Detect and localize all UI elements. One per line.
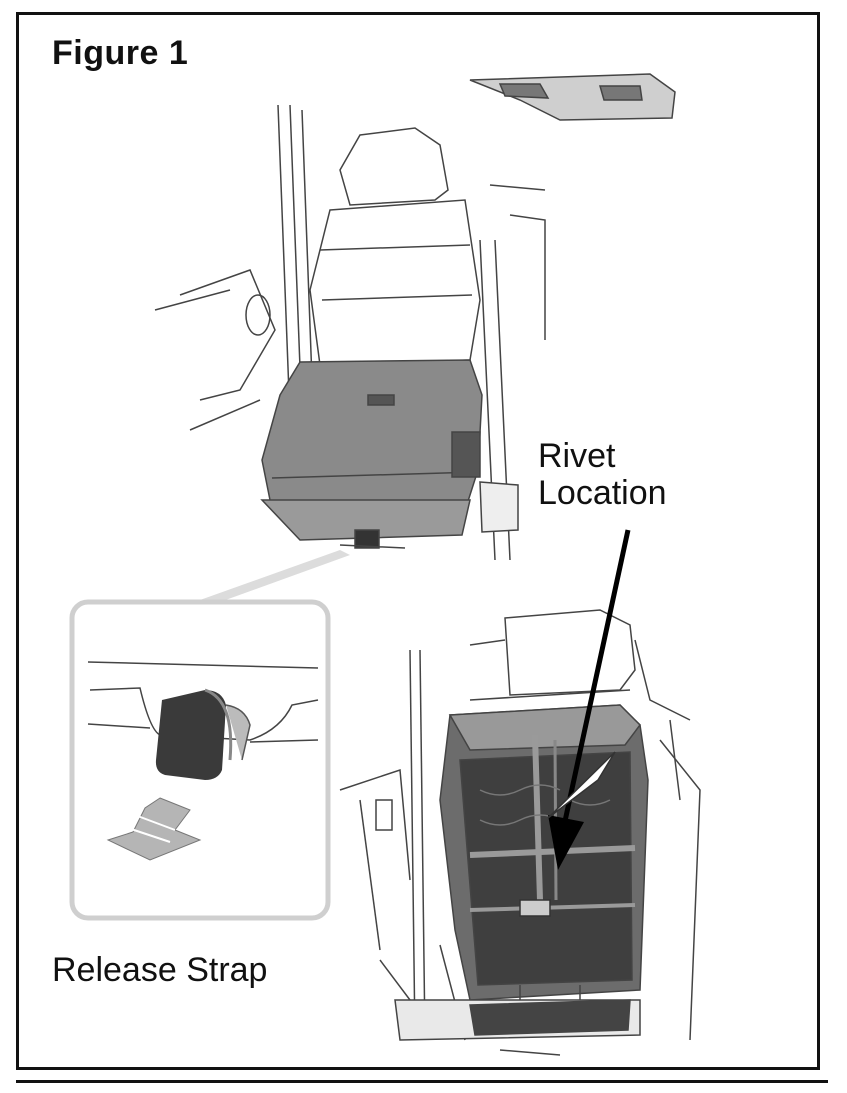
bottom-rule	[16, 1080, 828, 1083]
release-strap-inset	[69, 599, 331, 921]
rivet-label-line2: Location	[538, 473, 667, 512]
upper-seat-illustration	[154, 104, 546, 561]
inset-pointer	[200, 550, 350, 602]
figure-title: Figure 1	[52, 34, 189, 72]
rivet-location-arrow	[547, 529, 631, 870]
pull-direction-arrow-icon	[106, 797, 202, 861]
rivet-location-label: Rivet Location	[538, 438, 667, 511]
strap-icon	[155, 688, 251, 780]
release-strap-label: Release Strap	[52, 951, 268, 989]
lower-seat-illustration	[339, 609, 701, 1056]
ceiling-fragment	[469, 73, 676, 121]
rivet-label-line1: Rivet	[538, 437, 616, 475]
